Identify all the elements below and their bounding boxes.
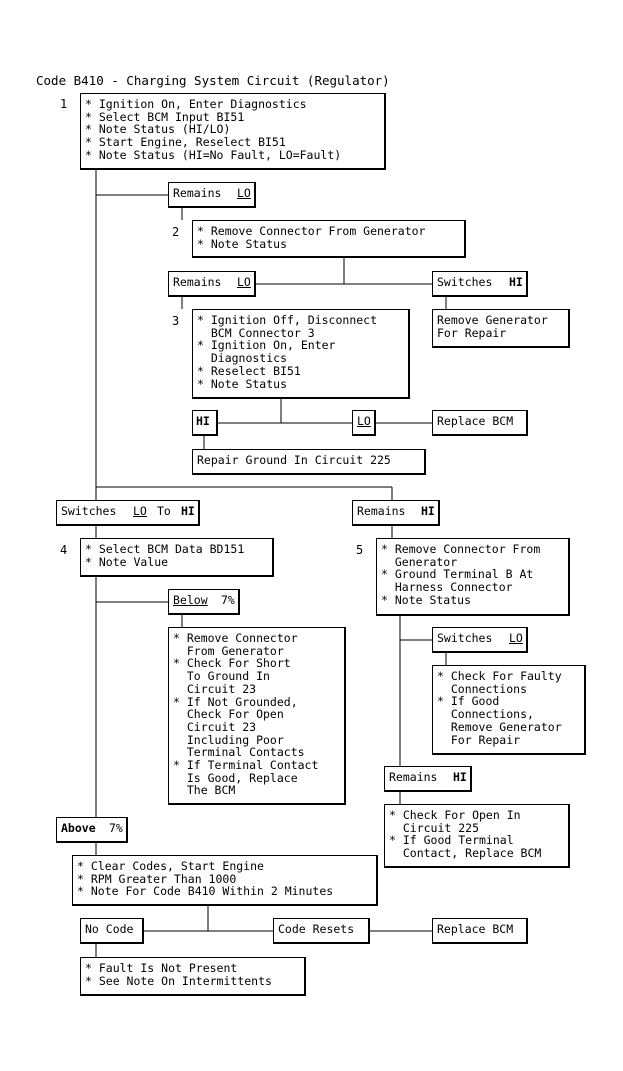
- open-circuit-text: * Check For Open In Circuit 225 * If Goo…: [389, 808, 542, 861]
- below-action-text: * Remove Connector From Generator * Chec…: [173, 631, 319, 798]
- no-code-box: No Code: [80, 918, 144, 944]
- clear-codes-box: * Clear Codes, Start Engine * RPM Greate…: [72, 855, 378, 906]
- code-resets-box: Code Resets: [273, 918, 370, 944]
- repair-ground-text: Repair Ground In Circuit 225: [197, 453, 391, 467]
- fault-not-present-box: * Fault Is Not Present * See Note On Int…: [80, 957, 306, 996]
- below-7pct-box: Below 7%: [168, 589, 240, 615]
- replace-bcm-box-1: Replace BCM: [432, 410, 528, 436]
- remains-lo-box-1: Remains LO: [168, 182, 256, 208]
- hi-box: HI: [192, 410, 218, 436]
- replace-bcm-text-2: Replace BCM: [437, 922, 514, 936]
- step4-box: * Select BCM Data BD151 * Note Value: [80, 538, 274, 577]
- above-label: Above: [61, 821, 96, 835]
- step5-box: * Remove Connector From Generator * Grou…: [376, 538, 570, 616]
- lo-label: LO: [509, 631, 523, 645]
- remains-label: Remains: [173, 275, 222, 289]
- replace-bcm-text-1: Replace BCM: [437, 414, 514, 428]
- hi-label: HI: [453, 770, 467, 784]
- step-number-4: 4: [60, 543, 68, 557]
- remains-hi-box-2: Remains HI: [384, 766, 472, 792]
- to-label: To: [157, 504, 171, 518]
- clear-codes-text: * Clear Codes, Start Engine * RPM Greate…: [77, 859, 334, 899]
- hi-label: HI: [196, 414, 210, 428]
- step-number-3: 3: [172, 314, 180, 328]
- fault-not-present-text: * Fault Is Not Present * See Note On Int…: [85, 961, 272, 988]
- hi-label: HI: [421, 504, 435, 518]
- remove-generator-box: Remove Generator For Repair: [432, 309, 570, 348]
- step3-box: * Ignition Off, Disconnect BCM Connector…: [192, 309, 410, 399]
- faulty-connections-box: * Check For Faulty Connections * If Good…: [432, 665, 586, 755]
- remains-hi-box-1: Remains HI: [352, 500, 440, 526]
- remains-label: Remains: [173, 186, 222, 200]
- lo-box: LO: [352, 410, 376, 436]
- percent-label: 7%: [221, 593, 235, 607]
- switches-label: Switches: [61, 504, 117, 518]
- step5-text: * Remove Connector From Generator * Grou…: [381, 542, 541, 607]
- diagram-title: Code B410 - Charging System Circuit (Reg…: [36, 73, 390, 88]
- switches-label: Switches: [437, 631, 493, 645]
- step1-text: * Ignition On, Enter Diagnostics * Selec…: [85, 97, 342, 162]
- step-number-2: 2: [172, 225, 180, 239]
- remains-lo-box-2: Remains LO: [168, 271, 256, 297]
- open-circuit-box: * Check For Open In Circuit 225 * If Goo…: [384, 804, 570, 868]
- remove-generator-text: Remove Generator For Repair: [437, 313, 548, 340]
- faulty-connections-text: * Check For Faulty Connections * If Good…: [437, 669, 562, 747]
- step2-text: * Remove Connector From Generator * Note…: [197, 224, 426, 251]
- switches-lo-box: Switches LO: [432, 627, 528, 653]
- below-action-box: * Remove Connector From Generator * Chec…: [168, 627, 346, 805]
- step-number-1: 1: [60, 97, 68, 111]
- repair-ground-box: Repair Ground In Circuit 225: [192, 449, 426, 475]
- hi-label: HI: [509, 275, 523, 289]
- lo-label: LO: [357, 414, 371, 428]
- switches-hi-box-1: Switches HI: [432, 271, 528, 297]
- below-label: Below: [173, 593, 208, 607]
- remains-label: Remains: [357, 504, 406, 518]
- hi-label: HI: [181, 504, 195, 518]
- switches-label: Switches: [437, 275, 493, 289]
- step-number-5: 5: [356, 543, 364, 557]
- above-7pct-box: Above 7%: [56, 817, 128, 843]
- code-resets-text: Code Resets: [278, 922, 355, 936]
- step4-text: * Select BCM Data BD151 * Note Value: [85, 542, 245, 569]
- lo-label: LO: [237, 186, 251, 200]
- lo-label: LO: [237, 275, 251, 289]
- remains-label: Remains: [389, 770, 438, 784]
- step1-box: * Ignition On, Enter Diagnostics * Selec…: [80, 93, 386, 170]
- no-code-text: No Code: [85, 922, 134, 936]
- replace-bcm-box-2: Replace BCM: [432, 918, 528, 944]
- lo-label: LO: [133, 504, 147, 518]
- step2-box: * Remove Connector From Generator * Note…: [192, 220, 466, 258]
- step3-text: * Ignition Off, Disconnect BCM Connector…: [197, 313, 378, 391]
- percent-label: 7%: [109, 821, 123, 835]
- switches-lo-to-hi-box: Switches LO To HI: [56, 500, 200, 526]
